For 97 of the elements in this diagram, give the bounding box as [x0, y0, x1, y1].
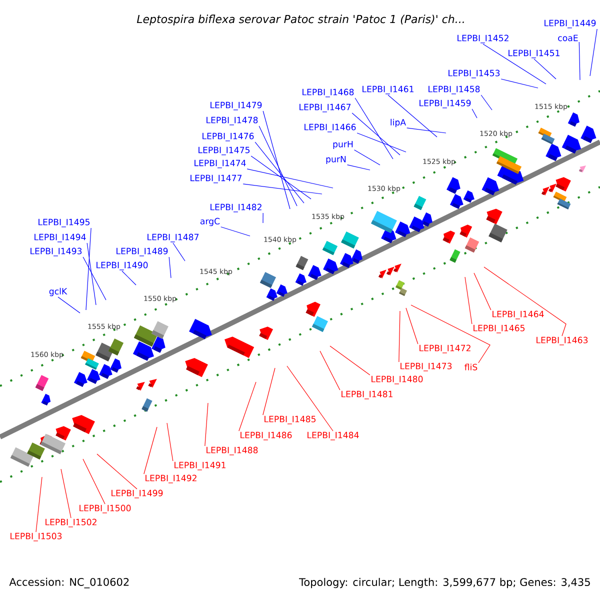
gene-label: LEPBI_I1475 — [198, 146, 250, 156]
gene-label: LEPBI_I1479 — [210, 102, 262, 110]
gene-label: fliS — [464, 364, 478, 370]
leader-line — [60, 468, 72, 518]
gene-label: LEPBI_I1466 — [304, 124, 356, 132]
gene-label: LEPBI_I1449 — [544, 20, 596, 28]
leader-line — [168, 256, 172, 278]
summary-label: Topology: circular; Length: 3,599,677 bp; Genes: 3,435 — [299, 578, 590, 588]
leader-line — [346, 164, 370, 170]
leader-line — [86, 242, 96, 306]
leader-line — [406, 308, 418, 344]
gene-label: LEPBI_I1478 — [206, 116, 258, 126]
gene-label: LEPBI_I1467 — [300, 104, 351, 112]
gene-label: LEPBI_I1490 — [96, 262, 148, 270]
title: Leptospira biflexa serovar Patoc strain 'Patoc 1 (Paris)' ch... — [136, 14, 464, 26]
gene-label: LEPBI_I1488 — [206, 446, 258, 456]
gene-label: LEPBI_I1493 — [30, 248, 82, 256]
leader-line — [406, 128, 446, 134]
gene-label: LEPBI_I1491 — [174, 462, 226, 470]
gene-label: LEPBI_I1477 — [190, 174, 242, 184]
leader-line — [464, 276, 472, 324]
leader-line — [482, 44, 546, 84]
leader-line — [398, 310, 400, 362]
leader-line — [262, 110, 290, 210]
gene-label: LEPBI_I1451 — [508, 50, 560, 58]
leader-line — [250, 156, 312, 200]
leader-line — [354, 98, 394, 160]
gene-label: argC — [200, 218, 220, 226]
leader-line — [86, 228, 92, 310]
leader-line — [388, 94, 438, 138]
leader-line — [484, 266, 566, 336]
leader-line — [354, 150, 380, 166]
gene-label: LEPBI_I1484 — [308, 432, 359, 440]
gene-label: purH — [333, 140, 353, 150]
gene-label: LEPBI_I1489 — [116, 248, 168, 256]
gene-label: LEPBI_I1468 — [302, 88, 354, 98]
gene-label: LEPBI_I1482 — [210, 204, 262, 212]
leader-line — [472, 108, 478, 118]
gene-label: LEPBI_I1474 — [194, 160, 246, 168]
accession-label: Accession: NC_010602 — [9, 578, 129, 588]
gene-label: LEPBI_I1502 — [46, 518, 96, 528]
leader-line — [82, 256, 106, 300]
leader-line — [204, 402, 208, 446]
gene-label: lipA — [390, 118, 406, 128]
gene-label: LEPBI_I1461 — [362, 86, 414, 94]
leader-line — [36, 476, 42, 532]
gene-label: LEPBI_I1452 — [458, 34, 508, 44]
leader-line — [410, 304, 490, 364]
gene-label: LEPBI_I1492 — [146, 474, 196, 484]
leader-line — [286, 366, 334, 432]
leader-line — [220, 226, 250, 236]
gene-label: LEPBI_I1486 — [240, 432, 292, 440]
gene-label: LEPBI_I1458 — [428, 86, 480, 94]
gene-label: LEPBI_I1481 — [342, 390, 392, 400]
gene-label: LEPBI_I1459 — [420, 100, 471, 108]
gene-label: LEPBI_I1495 — [38, 218, 90, 228]
gene-label: LEPBI_I1503 — [10, 532, 62, 542]
gene-label: LEPBI_I1499 — [112, 490, 163, 498]
leader-line — [534, 58, 556, 80]
gene-label: LEPBI_I1472 — [420, 344, 470, 354]
leader-line — [96, 454, 138, 490]
leader-line — [122, 270, 136, 286]
leader-line — [262, 368, 276, 416]
leader-line — [172, 242, 186, 262]
gene-label: LEPBI_I1465 — [474, 324, 525, 334]
leader-line — [474, 272, 492, 310]
leader-line — [578, 42, 580, 80]
gene-label: LEPBI_I1480 — [372, 376, 423, 384]
leader-line — [262, 212, 264, 224]
gene-label: LEPBI_I1494 — [34, 234, 86, 242]
leader-line — [166, 422, 174, 462]
leader-line — [480, 94, 492, 110]
gene-label: purN — [326, 156, 346, 164]
leader-line — [82, 458, 106, 504]
leader-line — [144, 426, 158, 474]
gene-label: LEPBI_I1463 — [536, 336, 588, 346]
leader-line — [590, 28, 598, 76]
gene-label: LEPBI_I1473 — [400, 362, 452, 372]
gene-label: LEPBI_I1500 — [80, 504, 131, 514]
leader-line — [58, 296, 80, 314]
gene-label: coaE — [558, 34, 578, 42]
leader-line — [330, 346, 370, 376]
leader-line — [246, 168, 334, 188]
leader-line — [258, 126, 298, 206]
gene-label: LEPBI_I1485 — [264, 416, 316, 424]
leader-line — [500, 78, 538, 88]
leader-line — [356, 132, 406, 152]
leader-line — [254, 142, 304, 204]
gene-label: LEPBI_I1453 — [448, 70, 500, 78]
leader-line — [320, 350, 340, 390]
gene-label: LEPBI_I1487 — [148, 234, 199, 242]
gene-label: LEPBI_I1464 — [492, 310, 544, 320]
gene-label: LEPBI_I1476 — [202, 132, 254, 142]
gene-label: gclK — [49, 288, 68, 296]
leader-line — [352, 112, 400, 156]
leader-line — [238, 382, 256, 432]
leader-line — [242, 184, 322, 194]
